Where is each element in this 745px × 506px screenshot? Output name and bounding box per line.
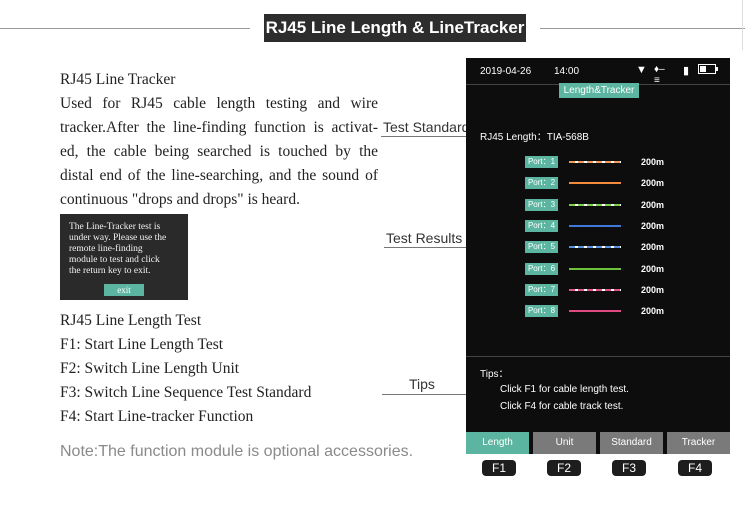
usb-icon: ♦–≡ <box>654 64 665 86</box>
description-line: distal end of the line-searching, and th… <box>60 167 378 184</box>
port-row: Port：4 200m <box>466 219 730 232</box>
tab-unit[interactable]: Unit <box>533 432 596 454</box>
wire-color-line <box>569 224 621 227</box>
port-row: Port：7 200m <box>466 283 730 296</box>
popup-line: The Line-Tracker test is <box>69 222 161 232</box>
tips-title: Tips： <box>480 369 509 380</box>
port-label: Port：8 <box>525 305 558 318</box>
time-label: 14:00 <box>554 66 580 77</box>
port-length: 200m <box>641 157 665 167</box>
f3-key[interactable]: F3 <box>612 460 646 476</box>
port-label: Port：5 <box>525 241 558 254</box>
tip-line: Click F1 for cable length test. <box>500 384 629 395</box>
callout-line <box>382 394 467 395</box>
port-row: Port：1 200m <box>466 156 730 168</box>
port-row: Port：2 200m <box>466 177 730 190</box>
wire-color-line <box>569 310 621 313</box>
port-length: 200m <box>641 263 665 274</box>
wire-color-line <box>569 161 621 163</box>
wire-color-line <box>569 246 621 249</box>
note-text: Note:The function module is optional acc… <box>60 443 414 460</box>
function-tabs: Length Unit Standard Tracker <box>466 432 730 454</box>
port-label: Port：3 <box>525 198 558 211</box>
port-length: 200m <box>641 306 665 317</box>
popup-line: the return key to exit. <box>69 266 151 276</box>
description-line: ed, the cable being searched is touched … <box>60 143 378 160</box>
port-label: Port：2 <box>525 177 558 190</box>
callout-test-standard: Test Standard <box>383 119 470 135</box>
popup-line: module to test and click <box>69 255 160 265</box>
status-bar: 2019-04-26 14:00 ▼ ♦–≡ ▮ <box>466 58 730 86</box>
wire-color-line <box>569 267 621 270</box>
f4-key[interactable]: F4 <box>678 460 712 476</box>
test-standard-line: RJ45 Length：TIA-568B <box>480 132 589 143</box>
header-line-right <box>540 28 745 29</box>
divider <box>466 356 730 357</box>
tab-tracker[interactable]: Tracker <box>667 432 730 454</box>
port-label: Port：4 <box>525 219 558 232</box>
function-item: F4: Start Line-tracker Function <box>60 408 254 425</box>
wire-color-line <box>569 182 621 185</box>
wire-color-line <box>569 203 621 206</box>
flashlight-icon: ▼ <box>636 64 647 76</box>
length-test-heading: RJ45 Line Length Test <box>60 312 202 329</box>
function-list: RJ45 Line Length Test F1: Start Line Len… <box>60 309 311 429</box>
callout-tips: Tips <box>409 376 435 392</box>
port-label: Port：7 <box>525 283 558 296</box>
port-row: Port：3 200m <box>466 198 730 211</box>
port-length: 200m <box>641 220 665 231</box>
description-line: tracker.After the line-finding function … <box>60 119 378 136</box>
battery-fill <box>700 66 706 72</box>
function-item: F2: Switch Line Length Unit <box>60 360 240 377</box>
callout-line <box>381 136 467 137</box>
popup-line: remote line-finding <box>69 244 143 254</box>
description-line: continuous "drops and drops" is heard. <box>60 191 300 208</box>
port-row: Port：5 200m <box>466 241 730 254</box>
tab-standard[interactable]: Standard <box>600 432 663 454</box>
date-label: 2019-04-26 <box>480 66 532 77</box>
port-length: 200m <box>641 242 665 253</box>
header-line-left <box>0 28 250 29</box>
page-title: RJ45 Line Length & LineTracker <box>264 14 526 42</box>
popup-line: under way. Please use the <box>69 233 167 243</box>
description-line: Used for RJ45 cable length testing and w… <box>60 95 378 112</box>
f2-key[interactable]: F2 <box>547 460 581 476</box>
device-screen: 2019-04-26 14:00 ▼ ♦–≡ ▮ Length&Tracker … <box>466 58 730 454</box>
port-row: Port：8 200m <box>466 305 730 318</box>
port-label: Port：6 <box>525 262 558 275</box>
battery-icon <box>698 64 718 74</box>
tracker-description: RJ45 Line Tracker Used for RJ45 cable le… <box>60 68 378 212</box>
sd-card-icon: ▮ <box>683 65 690 77</box>
port-label: Port：1 <box>525 156 558 168</box>
tracker-popup: The Line-Tracker test is under way. Plea… <box>60 214 188 300</box>
tracker-heading: RJ45 Line Tracker <box>60 71 176 88</box>
callout-line <box>384 247 467 248</box>
mode-badge: Length&Tracker <box>559 83 639 98</box>
port-length: 200m <box>641 178 665 189</box>
tab-length[interactable]: Length <box>466 432 529 454</box>
f1-key[interactable]: F1 <box>482 460 516 476</box>
port-row: Port：6 200m <box>466 262 730 275</box>
tip-line: Click F4 for cable track test. <box>500 401 624 412</box>
callout-test-results: Test Results <box>386 230 463 246</box>
function-item: F1: Start Line Length Test <box>60 336 224 353</box>
edge-line <box>742 0 743 50</box>
wire-color-line <box>569 288 621 291</box>
function-item: F3: Switch Line Sequence Test Standard <box>60 384 312 401</box>
port-length: 200m <box>641 199 665 210</box>
port-length: 200m <box>641 284 665 295</box>
exit-button[interactable]: exit <box>104 284 144 296</box>
